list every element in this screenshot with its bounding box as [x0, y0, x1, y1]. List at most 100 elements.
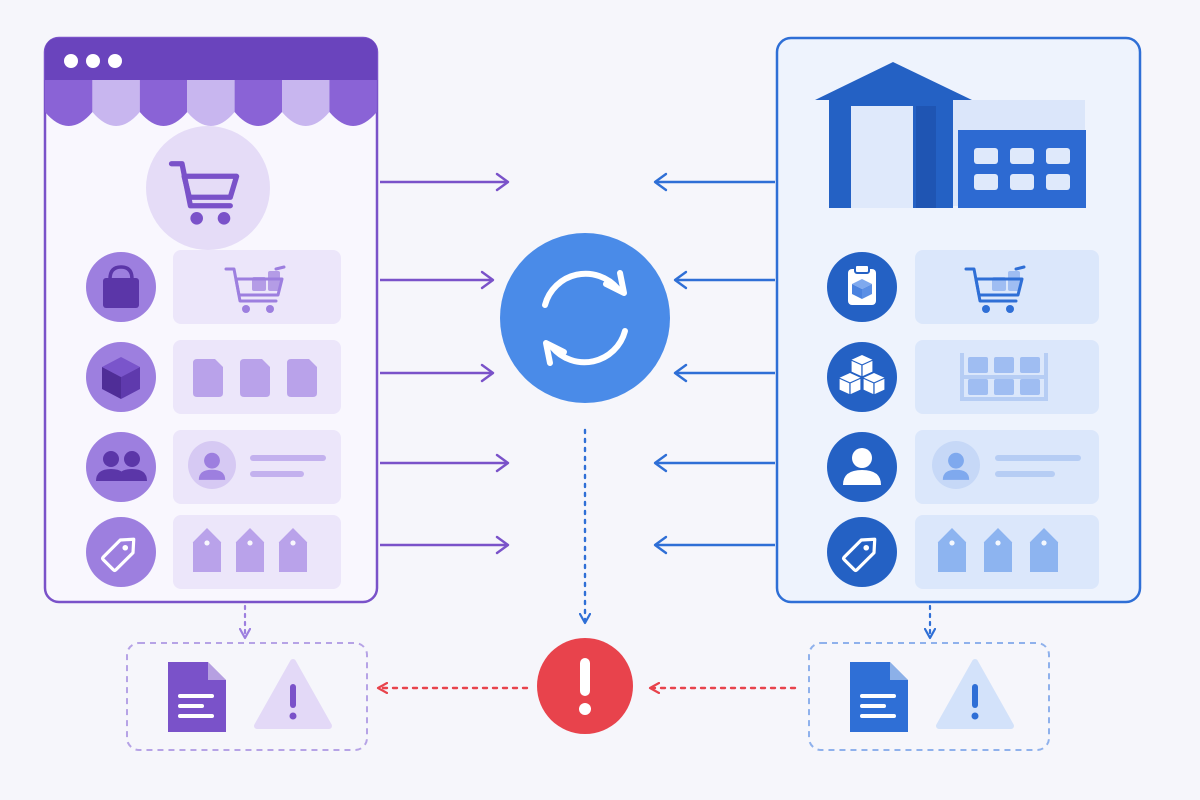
store-row-badge [86, 432, 156, 502]
tag-hole [863, 544, 870, 551]
shelf-box [994, 379, 1014, 395]
cart-wheel [242, 305, 250, 313]
clip-box-left [852, 284, 862, 299]
price-tag [193, 528, 221, 572]
sync-arrows-icon [542, 270, 628, 366]
building-window [1010, 174, 1034, 190]
warehouse-row-price-tag [827, 515, 1099, 589]
profile-avatar [932, 441, 980, 489]
sync-hub [500, 233, 670, 403]
awning-stripe [45, 80, 93, 126]
awning-stripe [234, 80, 282, 126]
profile-line [250, 455, 326, 461]
exclamation-icon [579, 703, 591, 715]
connector-arrows [380, 172, 775, 555]
store-row-price-tag [86, 515, 341, 589]
tag-outline [101, 537, 136, 572]
building-pillar [916, 106, 936, 208]
cart-wheel [190, 212, 203, 225]
price-tag [938, 528, 966, 572]
building-door [851, 106, 913, 208]
cart-basket [234, 277, 284, 297]
awning-stripe [187, 80, 235, 126]
sync-head-bottom [543, 340, 567, 366]
shelf-box [968, 379, 988, 395]
cube-left [102, 367, 121, 399]
awning-stripe [139, 80, 188, 126]
price-tag-hole [1041, 540, 1047, 546]
box-right [873, 377, 886, 396]
warehouse-row-user [827, 430, 1099, 504]
awning-stripe [329, 80, 377, 126]
shelf-box [968, 357, 988, 373]
price-tag-icon [842, 537, 877, 572]
cart-tip [1014, 265, 1026, 271]
building-office [958, 130, 1086, 208]
user-head [103, 451, 119, 467]
price-tag-icon [101, 537, 136, 572]
building-window [1046, 148, 1070, 164]
sync-arc-bottom [549, 328, 628, 366]
user-body [843, 470, 881, 485]
cart-box [1008, 271, 1020, 291]
store-row-box [86, 340, 341, 414]
profile-line [250, 471, 304, 477]
user-head [852, 448, 872, 468]
clipboard-clip [854, 264, 870, 274]
cart-illustration [964, 265, 1026, 313]
window-dot [86, 54, 100, 68]
profile-avatar [188, 441, 236, 489]
building-window [1010, 148, 1034, 164]
warn-dot [289, 712, 297, 720]
sync-hub-circle [500, 233, 670, 403]
cart-illustration [224, 265, 286, 313]
store-log-frame [126, 642, 368, 751]
warehouse-row-badge [827, 517, 897, 587]
warehouse-row-clipboard-box [827, 250, 1099, 324]
profile-line [995, 471, 1055, 477]
doc-line [178, 704, 204, 708]
user-icon [843, 448, 881, 485]
store-hero-badge [146, 126, 270, 250]
price-tag-hole [995, 540, 1001, 546]
cart-box [268, 271, 280, 291]
warn-dot [971, 712, 979, 720]
cart-wheel [982, 305, 990, 313]
warn-bar [972, 684, 978, 708]
sync-arc-top [542, 270, 621, 308]
price-tag [279, 528, 307, 572]
awning-stripe [282, 80, 330, 126]
avatar-body [942, 469, 970, 480]
doc-fold [208, 662, 226, 680]
store-row-badge [86, 517, 156, 587]
building-window [974, 148, 998, 164]
price-tag [1030, 528, 1058, 572]
doc-fold [890, 662, 908, 680]
stacked-boxes-icon [838, 355, 886, 396]
shopping-bag-icon [103, 265, 139, 308]
shelf-box [1020, 379, 1040, 395]
shelf-inventory [960, 353, 1048, 401]
cart-basket [974, 277, 1024, 297]
user-body [117, 469, 147, 481]
cart-basket [181, 173, 240, 200]
box-right [849, 377, 862, 396]
cart-tip [274, 265, 286, 271]
cart-wheel [1006, 305, 1014, 313]
store-row-users [86, 430, 341, 504]
shelf-board [960, 397, 1048, 401]
shopping-cart-icon [168, 161, 240, 225]
box-icon [102, 357, 140, 399]
warehouse-error-log [808, 642, 1050, 751]
store-awning [45, 80, 377, 126]
error-badge [537, 638, 633, 734]
warning-triangle-icon [254, 659, 332, 729]
warehouse-panel [775, 36, 1142, 604]
bag-body [103, 278, 139, 308]
document-icon [850, 662, 908, 732]
cube-right [121, 367, 140, 399]
shelf-board [960, 375, 1048, 379]
doc-line [178, 694, 214, 698]
warn-bar [290, 684, 296, 708]
doc-line [860, 714, 896, 718]
